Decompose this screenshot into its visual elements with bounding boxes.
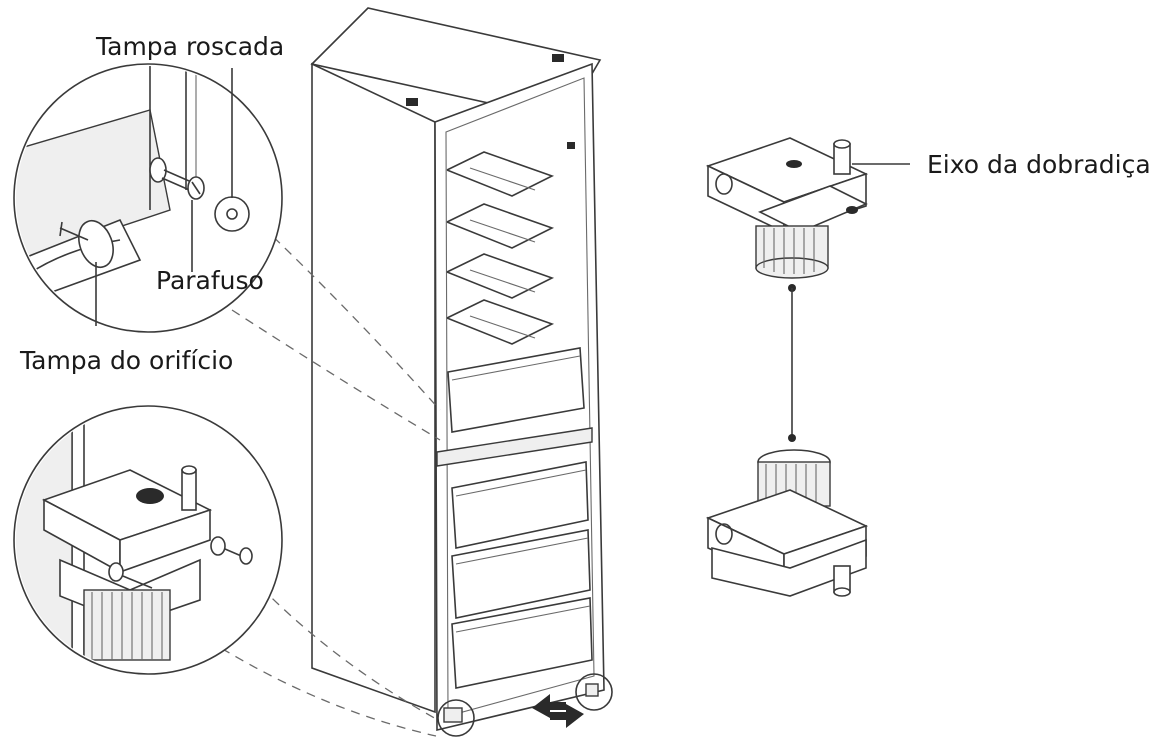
dashed-callout-lines — [207, 225, 441, 737]
label-screw: Parafuso — [156, 266, 264, 295]
label-threaded-cap: Tampa roscada — [96, 32, 285, 61]
top-hinge-detail-circle — [13, 63, 283, 333]
hinge-assembly-illustration — [705, 137, 910, 597]
refrigerator-illustration — [310, 7, 613, 737]
label-hole-cover: Tampa do orifício — [20, 346, 234, 375]
bottom-hinge-detail-circle — [13, 405, 283, 675]
label-hinge-pin: Eixo da dobradiça — [927, 150, 1151, 179]
